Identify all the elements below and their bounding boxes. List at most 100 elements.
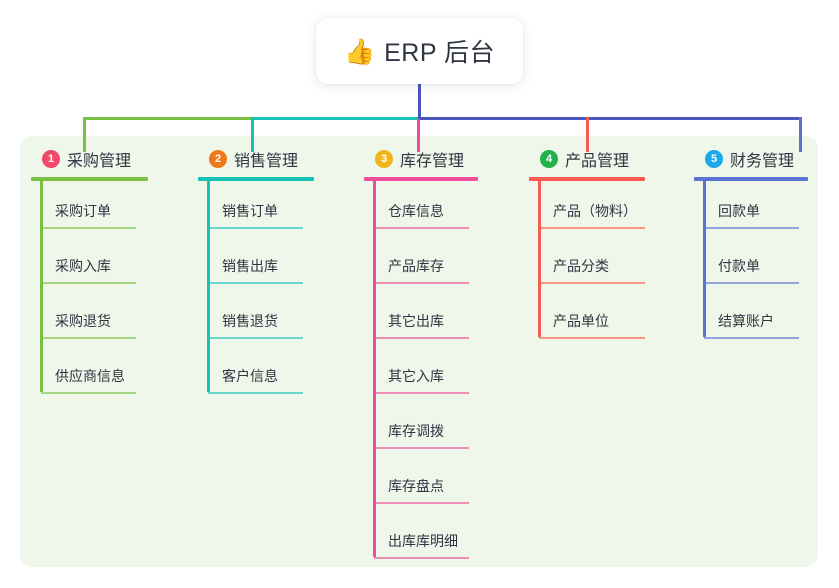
leaf-node[interactable]: 销售订单 bbox=[198, 181, 314, 236]
column-4: 4 产品管理产品（物料） 产品分类产品单位 bbox=[529, 148, 645, 346]
leaf-node[interactable]: 采购退货 bbox=[31, 291, 148, 346]
leaf-node[interactable]: 销售出库 bbox=[198, 236, 314, 291]
leaf-node[interactable]: 客户信息 bbox=[198, 346, 314, 401]
leaf-node-label: 其它入库 bbox=[388, 368, 444, 384]
root-node-title: ERP 后台 bbox=[384, 39, 496, 67]
column-spine bbox=[538, 181, 541, 337]
root-trunk-connector bbox=[418, 84, 421, 119]
leaf-node[interactable]: 销售退货 bbox=[198, 291, 314, 346]
leaf-node-underline bbox=[208, 282, 303, 284]
leaf-node-underline bbox=[704, 227, 799, 229]
column-title: 采购管理 bbox=[67, 153, 132, 170]
leaf-node-label: 其它出库 bbox=[388, 313, 444, 329]
column-items: 产品（物料） 产品分类产品单位 bbox=[529, 181, 645, 346]
column-items: 仓库信息产品库存其它出库其它入库库存调拨库存盘点出库库明细 bbox=[364, 181, 478, 566]
leaf-node[interactable]: 库存盘点 bbox=[364, 456, 478, 511]
column-3: 3 库存管理仓库信息产品库存其它出库其它入库库存调拨库存盘点出库库明细 bbox=[364, 148, 478, 566]
column-title: 财务管理 bbox=[730, 153, 795, 170]
leaf-node-underline bbox=[374, 447, 469, 449]
column-title: 产品管理 bbox=[565, 153, 630, 170]
column-header-bar bbox=[198, 177, 314, 181]
leaf-node[interactable]: 采购订单 bbox=[31, 181, 148, 236]
column-1: 1 采购管理采购订单采购入库采购退货供应商信息 bbox=[31, 148, 148, 401]
leaf-node[interactable]: 结算账户 bbox=[694, 291, 808, 346]
leaf-node-underline bbox=[208, 227, 303, 229]
leaf-node-label: 产品单位 bbox=[553, 313, 609, 329]
column-number-badge: 3 bbox=[375, 150, 393, 168]
column-header-5[interactable]: 5 财务管理 bbox=[705, 148, 808, 170]
leaf-node-underline bbox=[208, 337, 303, 339]
leaf-node-label: 客户信息 bbox=[222, 368, 278, 384]
column-5: 5 财务管理回款单付款单结算账户 bbox=[694, 148, 808, 346]
thumbs-up-icon: 👍 bbox=[343, 37, 376, 66]
root-node-card[interactable]: 👍 ERP 后台 bbox=[316, 18, 523, 84]
leaf-node-underline bbox=[374, 337, 469, 339]
leaf-node-label: 产品库存 bbox=[388, 258, 444, 274]
leaf-node-underline bbox=[704, 282, 799, 284]
bus-drop-5 bbox=[799, 117, 802, 152]
column-header-1[interactable]: 1 采购管理 bbox=[42, 148, 148, 170]
leaf-node-underline bbox=[208, 392, 303, 394]
leaf-node[interactable]: 付款单 bbox=[694, 236, 808, 291]
bus-drop-1 bbox=[83, 117, 86, 152]
leaf-node[interactable]: 出库库明细 bbox=[364, 511, 478, 566]
leaf-node-label: 结算账户 bbox=[718, 313, 774, 329]
column-title: 库存管理 bbox=[400, 153, 465, 170]
bus-drop-3 bbox=[417, 117, 420, 152]
column-number-badge: 1 bbox=[42, 150, 60, 168]
column-spine bbox=[207, 181, 210, 392]
column-header-3[interactable]: 3 库存管理 bbox=[375, 148, 478, 170]
leaf-node-underline bbox=[41, 282, 136, 284]
bus-drop-4 bbox=[586, 117, 589, 152]
leaf-node-underline bbox=[374, 557, 469, 559]
leaf-node-label: 仓库信息 bbox=[388, 203, 444, 219]
leaf-node[interactable]: 其它出库 bbox=[364, 291, 478, 346]
leaf-node-underline bbox=[41, 337, 136, 339]
leaf-node-underline bbox=[41, 392, 136, 394]
column-header-4[interactable]: 4 产品管理 bbox=[540, 148, 645, 170]
leaf-node-label: 库存盘点 bbox=[388, 478, 444, 494]
leaf-node-label: 库存调拨 bbox=[388, 423, 444, 439]
leaf-node[interactable]: 库存调拨 bbox=[364, 401, 478, 456]
column-spine bbox=[373, 181, 376, 557]
bus-segment-3 bbox=[417, 117, 802, 120]
leaf-node-underline bbox=[374, 282, 469, 284]
leaf-node[interactable]: 产品库存 bbox=[364, 236, 478, 291]
leaf-node-label: 销售退货 bbox=[222, 313, 278, 329]
column-number-badge: 4 bbox=[540, 150, 558, 168]
leaf-node-label: 产品（物料） bbox=[553, 203, 637, 219]
leaf-node[interactable]: 产品（物料） bbox=[529, 181, 645, 236]
column-header-bar bbox=[694, 177, 808, 181]
leaf-node[interactable]: 供应商信息 bbox=[31, 346, 148, 401]
column-spine bbox=[40, 181, 43, 392]
leaf-node[interactable]: 其它入库 bbox=[364, 346, 478, 401]
leaf-node-label: 采购入库 bbox=[55, 258, 111, 274]
leaf-node-underline bbox=[374, 392, 469, 394]
leaf-node-label: 回款单 bbox=[718, 203, 760, 219]
bus-segment-1 bbox=[83, 117, 253, 120]
leaf-node-label: 销售订单 bbox=[222, 203, 278, 219]
leaf-node[interactable]: 仓库信息 bbox=[364, 181, 478, 236]
leaf-node-underline bbox=[539, 227, 645, 229]
column-header-bar bbox=[31, 177, 148, 181]
content-panel bbox=[20, 136, 818, 567]
leaf-node-underline bbox=[539, 337, 645, 339]
leaf-node[interactable]: 采购入库 bbox=[31, 236, 148, 291]
column-spine bbox=[703, 181, 706, 337]
bus-drop-2 bbox=[251, 117, 254, 152]
leaf-node-label: 出库库明细 bbox=[388, 533, 458, 549]
leaf-node[interactable]: 产品单位 bbox=[529, 291, 645, 346]
leaf-node-underline bbox=[539, 282, 645, 284]
leaf-node-label: 采购退货 bbox=[55, 313, 111, 329]
leaf-node[interactable]: 产品分类 bbox=[529, 236, 645, 291]
leaf-node-label: 付款单 bbox=[718, 258, 760, 274]
column-title: 销售管理 bbox=[234, 153, 299, 170]
leaf-node-label: 采购订单 bbox=[55, 203, 111, 219]
column-number-badge: 5 bbox=[705, 150, 723, 168]
column-header-bar bbox=[364, 177, 478, 181]
leaf-node[interactable]: 回款单 bbox=[694, 181, 808, 236]
column-items: 回款单付款单结算账户 bbox=[694, 181, 808, 346]
